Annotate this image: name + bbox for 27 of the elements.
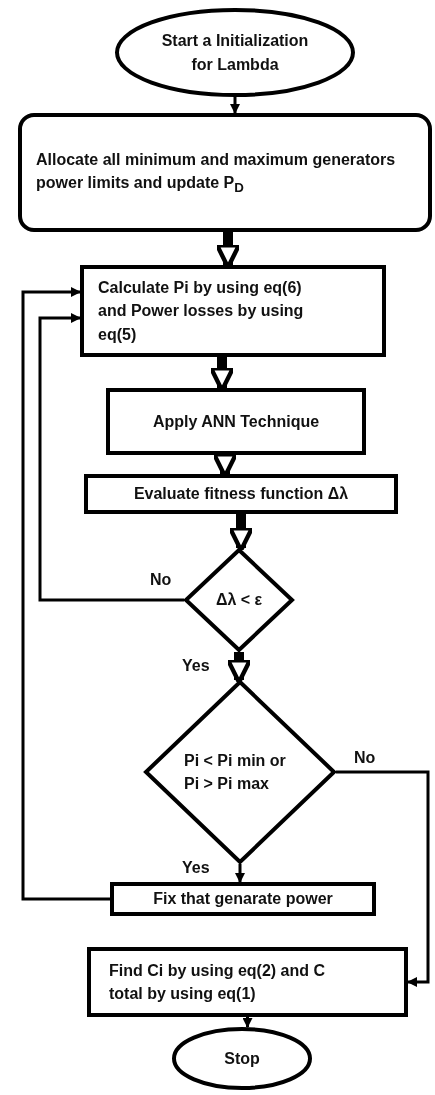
process-box: [87, 947, 408, 1017]
arrow: [336, 770, 430, 987]
step-label: Find Ci by using eq(2) and C total by using eq(1): [109, 960, 326, 1004]
arrow: [230, 97, 240, 114]
arrow: [21, 287, 110, 901]
step-label: Evaluate fitness function Δλ: [133, 484, 349, 505]
decision-diamond: [184, 548, 294, 652]
process-box: [84, 474, 398, 514]
arrow: [227, 514, 255, 553]
step-label: Calculate Pi by using eq(6) and Power losses by using eq(5): [98, 278, 305, 345]
step-label: Fix that genarate power: [153, 889, 333, 910]
arrow: [225, 652, 253, 685]
process-box: [18, 113, 432, 232]
process-box: [110, 882, 376, 916]
arrow: [235, 864, 245, 883]
end-oval: [172, 1027, 312, 1090]
process-box: [106, 388, 366, 455]
process-box: [80, 265, 386, 357]
step-label: Pi < Pi min or Pi > Pi max: [184, 750, 287, 794]
step-label: Apply ANN Technique: [152, 411, 320, 432]
step-label: Stop: [224, 1048, 260, 1069]
start-oval: [115, 8, 355, 97]
arrow: [38, 313, 184, 602]
arrow: [242, 1017, 253, 1028]
step-label: Start a Initialization for Lambda: [160, 31, 310, 75]
step-label: Allocate all minimum and maximum generators power limits and update P$_{D}$: [36, 149, 397, 198]
step-label: Δλ < ε: [215, 590, 263, 611]
